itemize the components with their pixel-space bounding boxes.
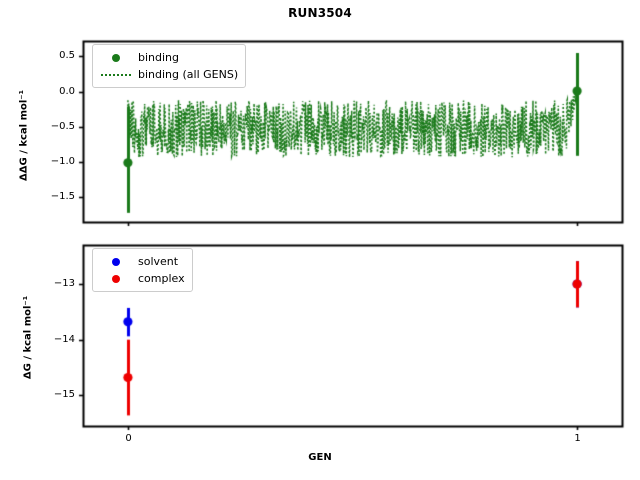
y-axis-tick-label: −0.5 <box>50 120 75 132</box>
legend-label: solvent <box>138 255 179 268</box>
legend-item-solvent: solvent <box>99 253 185 270</box>
x-axis-label: GEN <box>308 452 332 463</box>
legend-item-binding-all-gens: binding (all GENS) <box>99 66 238 83</box>
y-axis-tick-label: −1.5 <box>50 190 75 202</box>
legend-marker-dot-icon <box>99 274 133 283</box>
y-axis-tick-label: −13 <box>53 277 75 289</box>
top-panel-y-axis-label: ΔΔG / kcal mol⁻¹ <box>18 90 30 181</box>
y-axis-tick-label: −14 <box>53 333 75 345</box>
page-title: RUN3504 <box>288 6 352 20</box>
top-panel-legend: binding binding (all GENS) <box>92 44 247 88</box>
y-axis-tick-label: −1.0 <box>50 155 75 167</box>
legend-marker-dot-icon <box>99 257 133 266</box>
y-axis-tick-label: −15 <box>53 388 75 400</box>
legend-item-complex: complex <box>99 270 185 287</box>
legend-marker-dot-icon <box>99 53 133 62</box>
y-axis-tick-label: 0.5 <box>59 49 75 61</box>
x-axis-tick-label: 0 <box>125 433 132 444</box>
legend-item-binding: binding <box>99 49 238 66</box>
legend-label: binding <box>138 51 180 64</box>
legend-label: complex <box>138 272 185 285</box>
x-axis-tick-label: 1 <box>574 433 581 444</box>
bottom-panel-legend: solvent complex <box>92 248 193 292</box>
legend-label: binding (all GENS) <box>138 68 239 81</box>
y-axis-tick-label: 0.0 <box>59 85 75 97</box>
legend-dotted-line-icon <box>99 73 133 76</box>
